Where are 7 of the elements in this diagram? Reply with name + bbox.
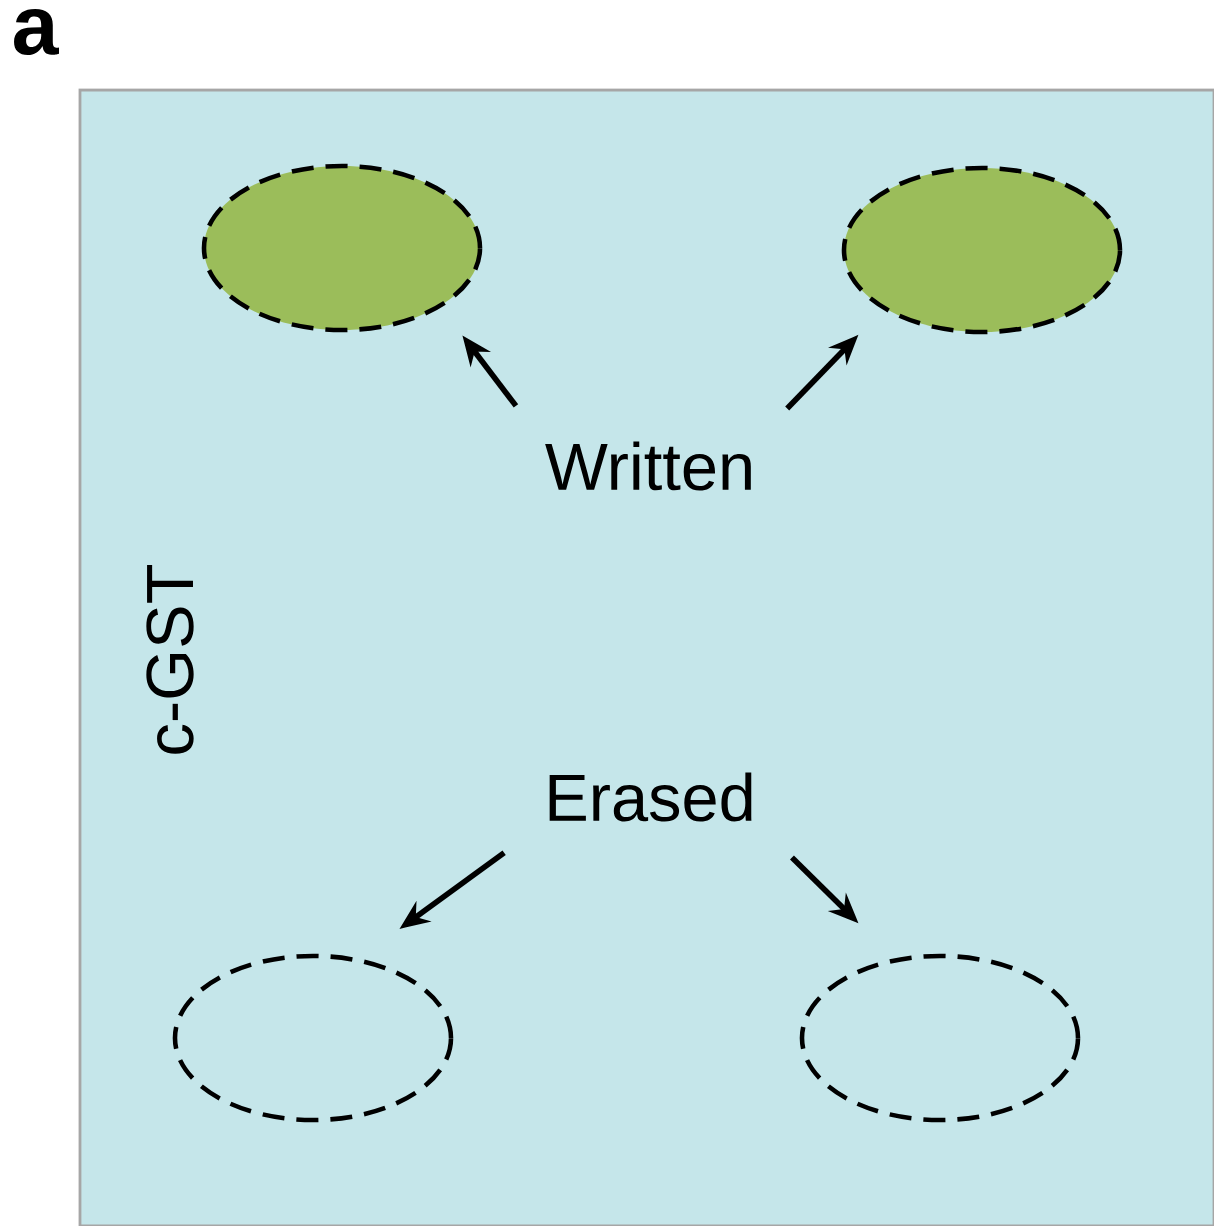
dashed-ellipse [799,953,1081,1123]
text-label: Erased [549,772,752,822]
panel-letter: a [14,8,59,56]
text-label: Written [545,441,751,491]
dashed-ellipse [841,165,1123,335]
dashed-ellipse [201,163,483,333]
dashed-ellipse [172,953,454,1123]
